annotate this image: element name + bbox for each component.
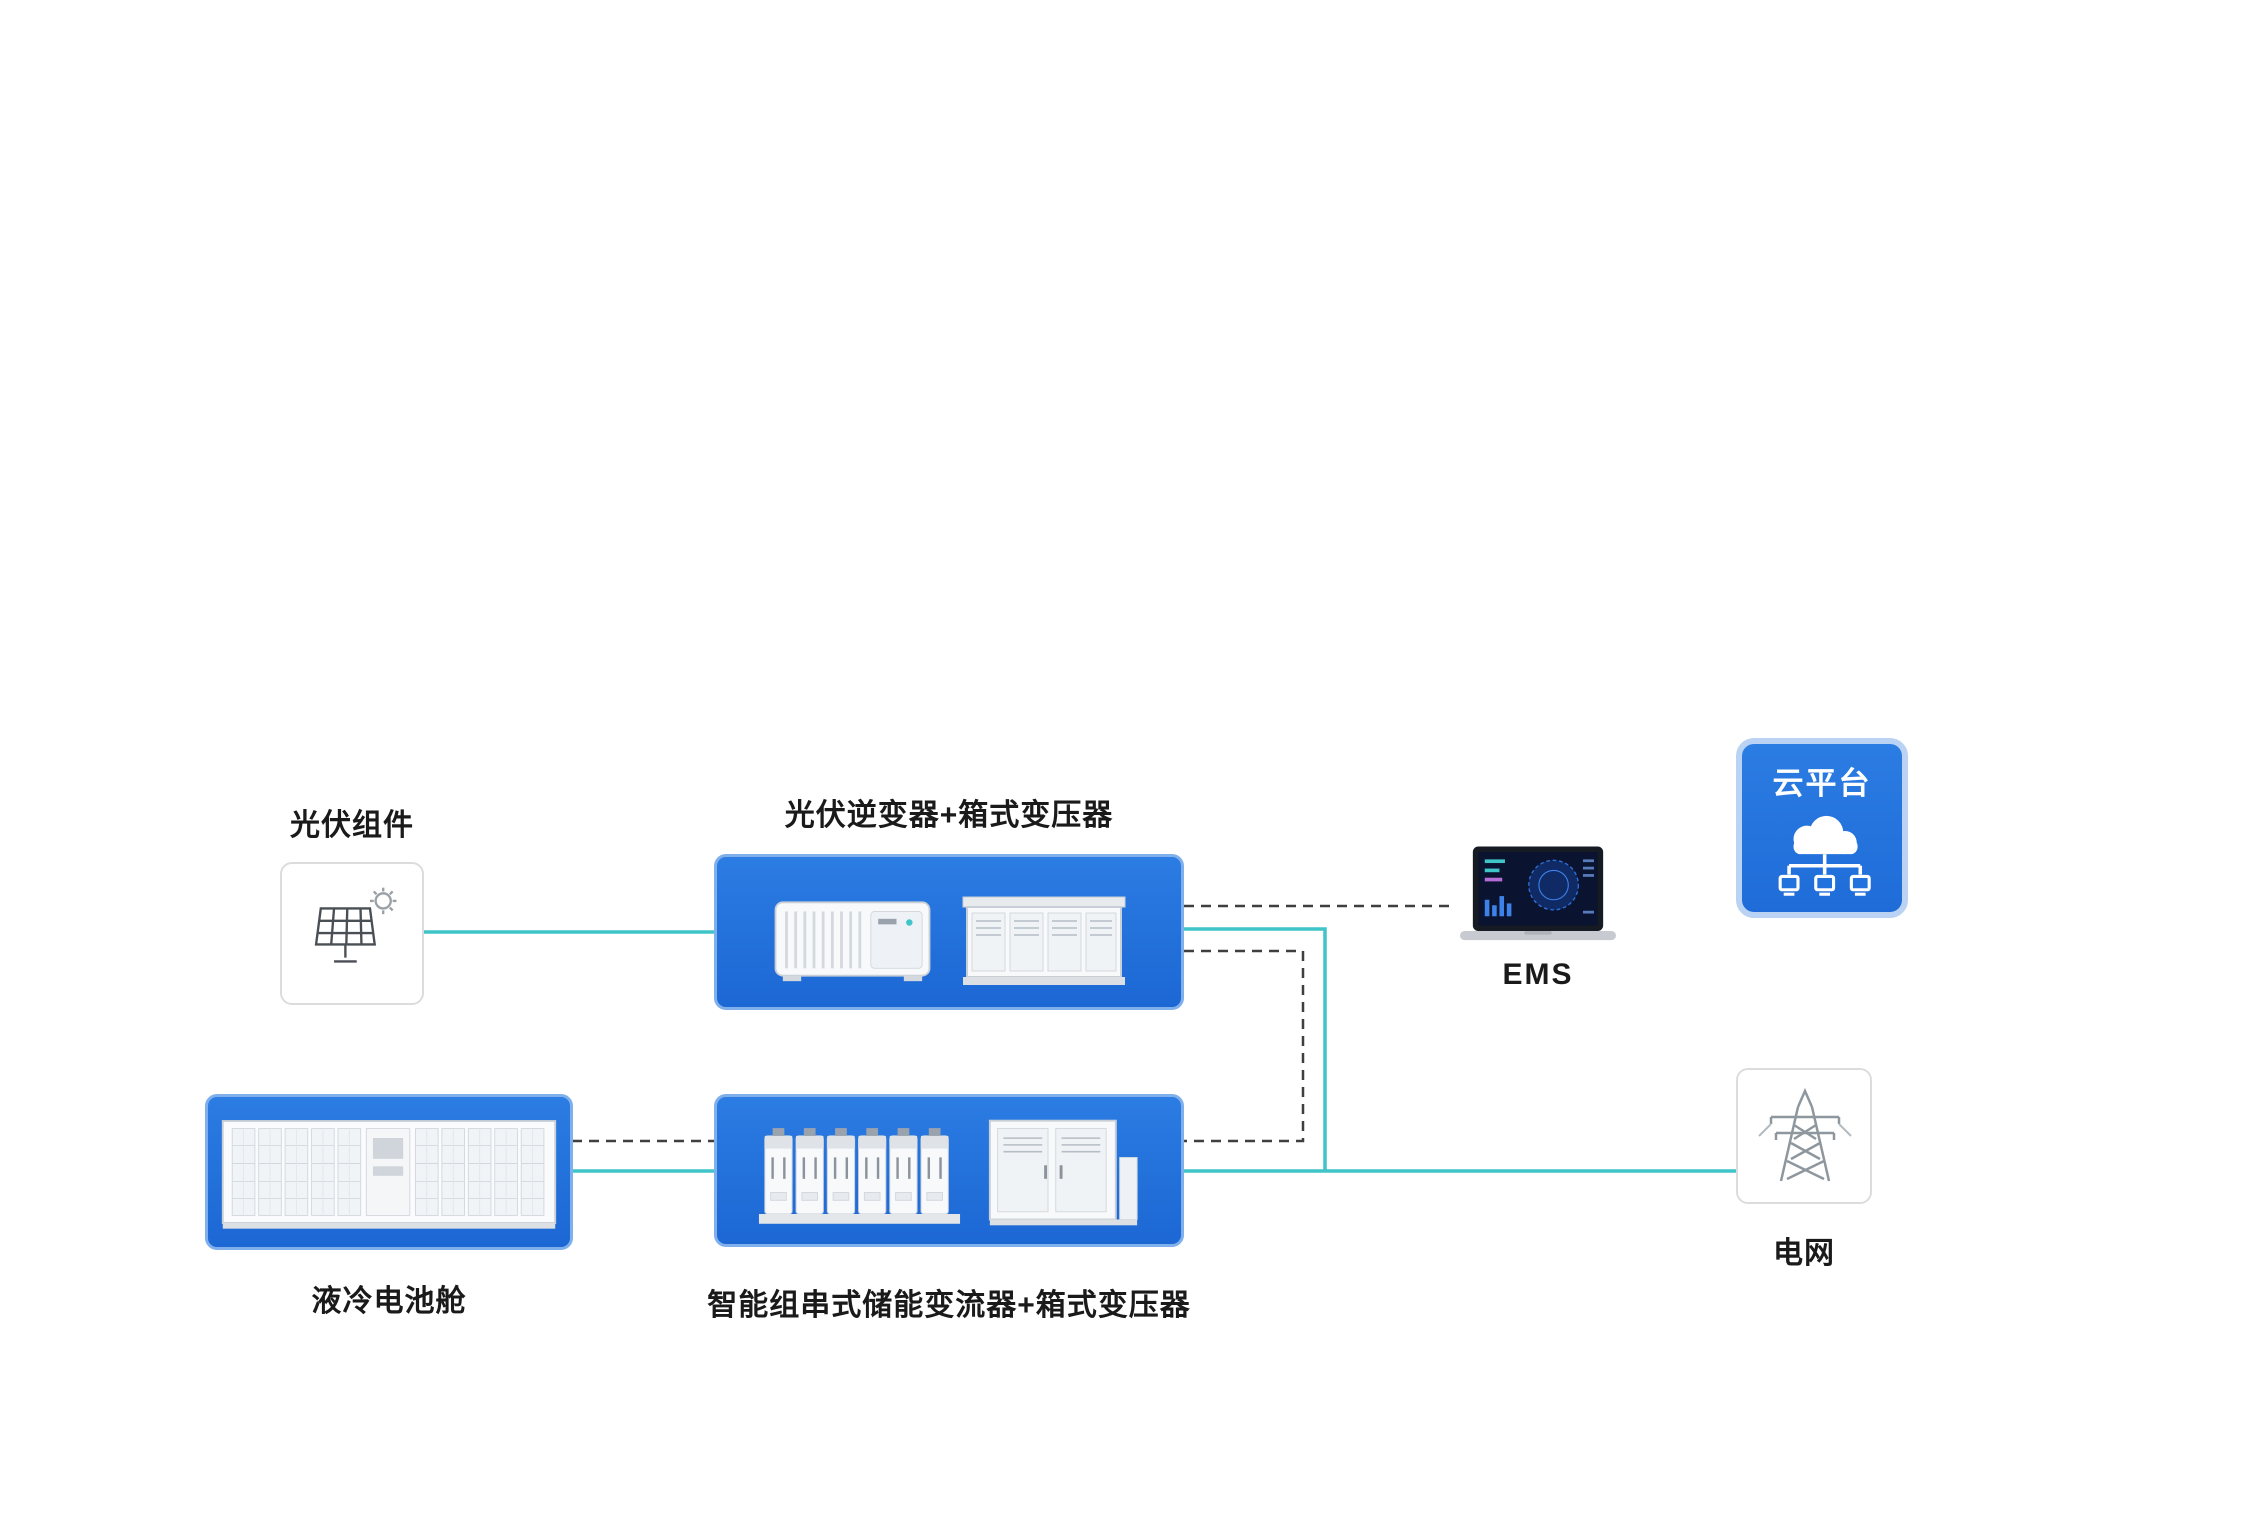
solar-panel-icon (314, 887, 397, 963)
pcs-node (714, 1094, 1184, 1247)
box-transformer-image (962, 896, 1125, 985)
pcs-transformer-cabinet-image (988, 1119, 1138, 1226)
inverter-to-gridline-line (1184, 927, 1327, 1171)
pcs-label: 智能组串式储能变流器+箱式变压器 (707, 1289, 1191, 1322)
cloud-label: 云平台 (1772, 766, 1872, 801)
battery-label: 液冷电池舱 (311, 1285, 467, 1318)
cloud-node: 云平台 (1736, 738, 1908, 918)
laptop-dashboard-icon (1460, 846, 1616, 941)
ems-label: EMS (1502, 958, 1574, 991)
string-pcs-image (758, 1128, 961, 1224)
transmission-tower-icon (1758, 1087, 1852, 1182)
cloud-network-icon (1778, 815, 1871, 896)
battery-node (205, 1094, 573, 1250)
ems-node (1460, 845, 1616, 949)
pv-node (280, 862, 424, 1005)
grid-label: 电网 (1773, 1237, 1835, 1270)
inverter-to-pcs-comm-line (1184, 949, 1305, 1143)
pv-inverter-image (774, 901, 930, 982)
pv-inverter-node (714, 854, 1184, 1010)
pv-label: 光伏组件 (290, 809, 414, 842)
battery-container-image (221, 1120, 557, 1229)
grid-node (1736, 1068, 1872, 1204)
pv-inverter-label: 光伏逆变器+箱式变压器 (784, 799, 1114, 832)
